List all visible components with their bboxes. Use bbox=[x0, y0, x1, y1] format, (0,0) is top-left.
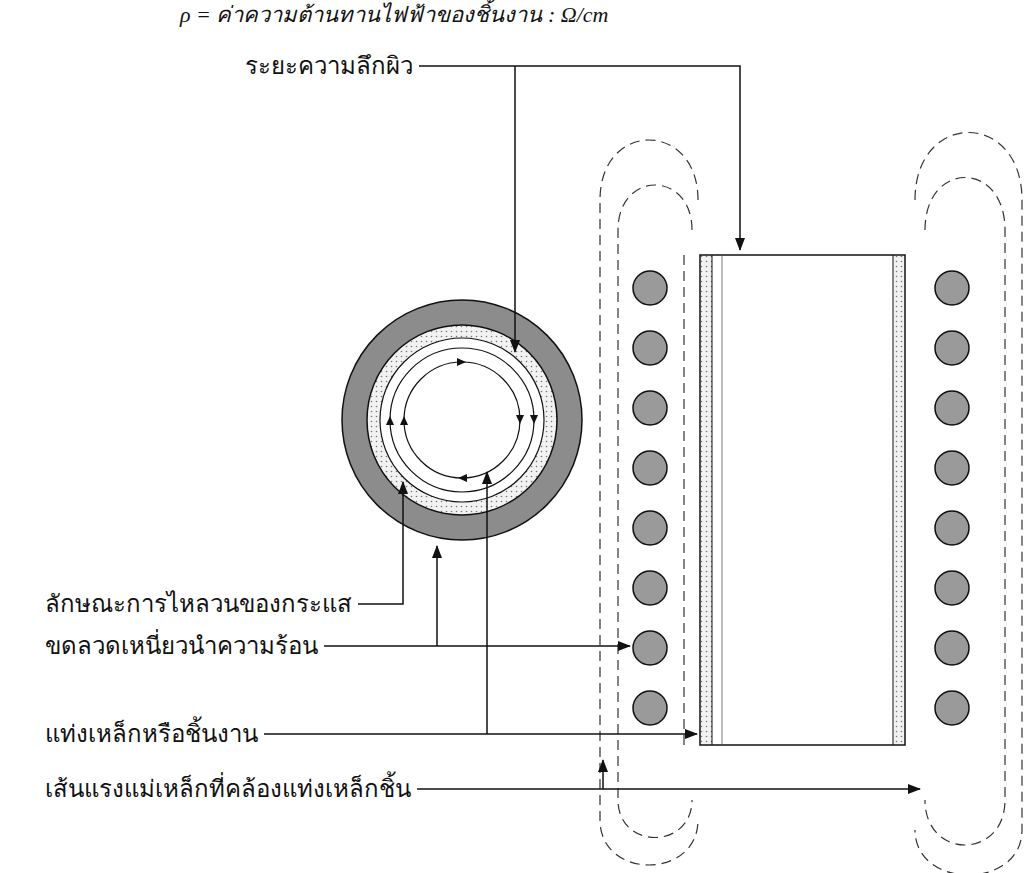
cross-section bbox=[342, 300, 582, 540]
leader-line bbox=[486, 472, 488, 734]
leader-line bbox=[514, 66, 516, 352]
leader-line bbox=[419, 66, 740, 250]
callout-label: ลักษณะการไหลวนของกระแส bbox=[45, 590, 352, 619]
leader-line bbox=[417, 788, 920, 790]
leader-line bbox=[602, 760, 604, 789]
leader-line bbox=[324, 645, 630, 647]
leader-line bbox=[264, 733, 697, 735]
leader-line bbox=[358, 482, 403, 604]
leader-line bbox=[436, 546, 438, 646]
callout-label: ระยะความลึกผิว bbox=[245, 52, 413, 81]
callout-label: เส้นแรงแม่เหล็กที่คล้องแท่งเหล็กชิ้น bbox=[45, 775, 411, 804]
note-text: ρ = ค่าความต้านทานไฟฟ้าของชิ้นงาน : Ω/cm bbox=[180, 2, 608, 28]
steel-bar bbox=[700, 255, 905, 745]
callout-label: แท่งเหล็กหรือชิ้นงาน bbox=[45, 720, 258, 749]
callout-label: ขดลวดเหนี่ยวนำความร้อน bbox=[45, 632, 318, 661]
field-lines bbox=[600, 133, 1022, 873]
